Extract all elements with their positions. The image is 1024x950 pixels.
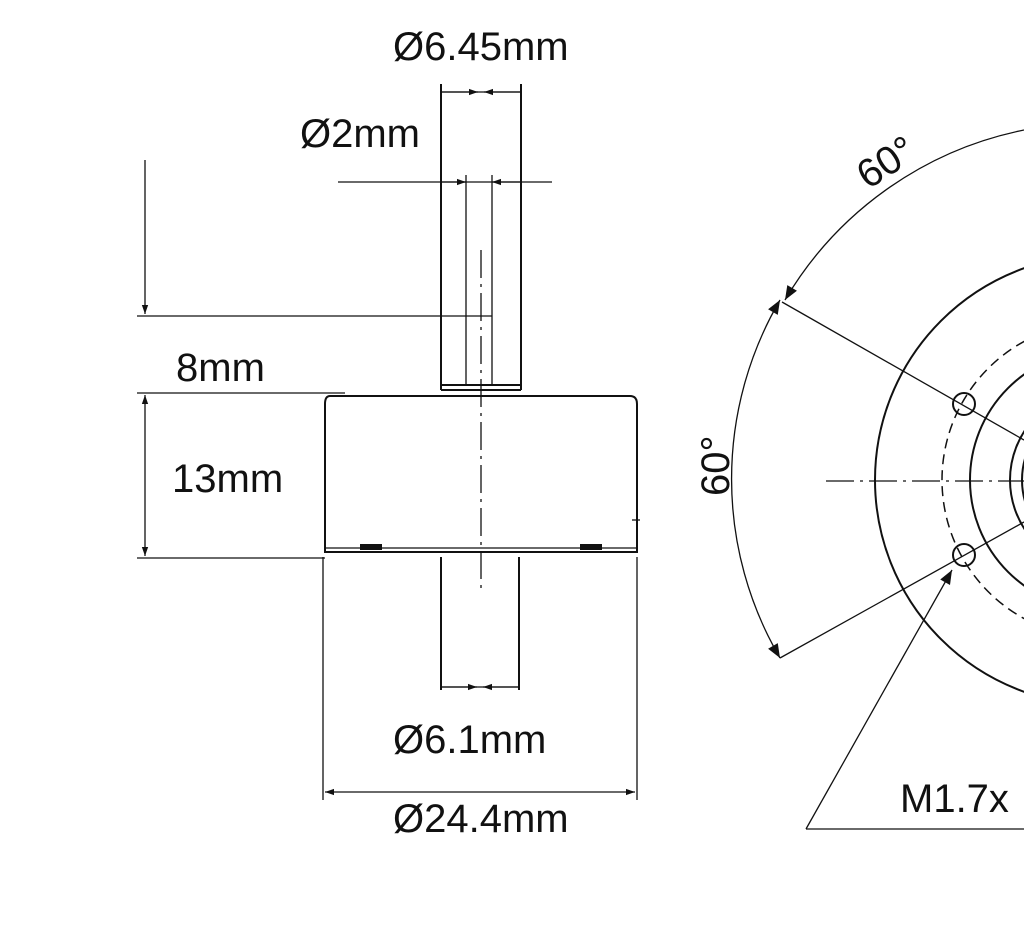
label-body-diameter: Ø24.4mm: [393, 797, 569, 841]
side-view: Ø6.45mm Ø2mm 8mm 13mm Ø6.1mm: [137, 25, 640, 841]
thread-leader: [805, 569, 953, 830]
main-body: [324, 395, 640, 553]
label-top-outer-diameter: Ø6.45mm: [393, 25, 569, 69]
mounting-hole-upper: [952, 392, 976, 416]
label-thread-spec: M1.7x: [900, 777, 1009, 821]
bottom-boss: [440, 557, 520, 690]
dim-heights: [137, 160, 492, 559]
label-body-height: 13mm: [172, 457, 283, 501]
arc-angle-upper: [784, 129, 1024, 301]
dim-body-diameter: [322, 557, 638, 800]
top-view: [730, 129, 1024, 830]
center-bore: [1021, 458, 1024, 502]
arc-angle-left: [730, 299, 781, 659]
outer-ring: [874, 267, 1024, 693]
inner-ring: [969, 373, 1024, 587]
radial-line-lower: [779, 521, 1024, 659]
label-angle-left: 60°: [694, 436, 738, 497]
radial-line-upper: [781, 301, 1024, 441]
hub-ring: [1009, 429, 1024, 531]
label-top-inner-diameter: Ø2mm: [300, 112, 420, 156]
label-angle-upper: 60°: [849, 128, 924, 198]
mounting-hole-lower: [952, 543, 976, 567]
label-shaft-height: 8mm: [176, 346, 265, 390]
label-bottom-diameter: Ø6.1mm: [393, 718, 546, 762]
bolt-circle: [941, 340, 1024, 620]
